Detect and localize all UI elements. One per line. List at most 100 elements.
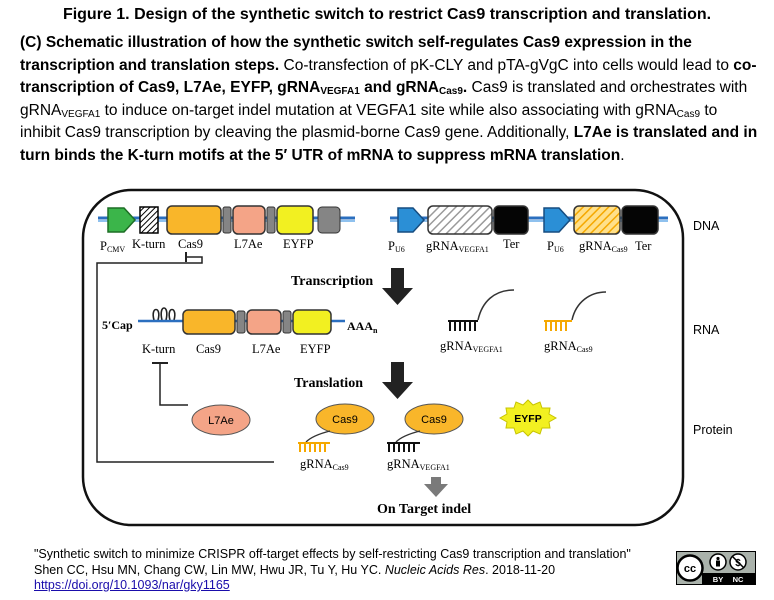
protein-cas9-2-label: Cas9: [421, 414, 447, 426]
rna-labels: K-turn Cas9 L7Ae EYFP: [142, 342, 331, 356]
label-text: gRNA: [300, 457, 333, 471]
label-text: gRNA: [426, 239, 459, 253]
plasmid-pta-gvgc: [390, 205, 668, 235]
label-subscript: VEGFA1: [473, 345, 503, 354]
caption-bold-l7ae: L7Ae is translated and in turn binds the…: [20, 124, 758, 164]
complex-tail-1: [305, 430, 331, 443]
caption-text: Cas9 is translated and orchestrates with…: [20, 79, 748, 119]
mrna-l7ae: [246, 309, 282, 335]
cc-license-badge[interactable]: cc $ BY NC: [676, 551, 756, 585]
grna-vegfa1-tail: [477, 289, 515, 321]
dna-labels-1: PCMV K-turn Cas9 L7Ae EYFP: [100, 237, 314, 254]
kturn-hairpins: [152, 307, 176, 321]
doi-link[interactable]: https://doi.org/10.1093/nar/gky1165: [34, 578, 230, 592]
on-target-indel-label: On Target indel: [377, 502, 471, 517]
citation-doi-line: https://doi.org/10.1093/nar/gky1165: [34, 578, 631, 594]
l7ae-gene: [232, 205, 266, 235]
terminator-1: [493, 205, 529, 235]
label-5cap: 5′Cap: [102, 318, 133, 332]
label-pcmv: PCMV: [100, 239, 125, 254]
cas9-grna-vegfa1-complex: [387, 430, 421, 452]
caption-text: Co-transfection of pK-CLY and pTA-gVgC i…: [279, 56, 734, 74]
citation-journal: Nucleic Acids Res: [384, 562, 486, 577]
row-label-dna: DNA: [693, 219, 720, 233]
nc-dollar-glyph: $: [735, 558, 741, 569]
label-eyfp: EYFP: [283, 237, 314, 251]
citation-authors-line: Shen CC, Hsu MN, Chang CW, Lin MW, Hwu J…: [34, 563, 631, 579]
transcription-label: Transcription: [291, 274, 373, 289]
protein-grna-cas9-label: gRNACas9: [300, 457, 349, 472]
label-text: P: [100, 239, 107, 253]
plasmid-pk-cly: [98, 205, 355, 235]
on-target-arrow: [424, 477, 448, 497]
mrna-linker-1: [236, 310, 246, 334]
label-subscript: CMV: [107, 245, 125, 254]
label-subscript: Cas9: [577, 345, 593, 354]
schematic-diagram: PCMV K-turn Cas9 L7Ae EYFP PU6 gRNAVEGFA…: [81, 188, 733, 527]
label-grna-cas9: gRNACas9: [579, 239, 628, 254]
label-grna-vegfa1: gRNAVEGFA1: [426, 239, 489, 254]
cas9-cleavage-inhibition-line: [96, 256, 274, 463]
label-subscript: n: [373, 326, 378, 335]
grna-cas9-gene: [573, 205, 621, 235]
cas9-grna-cas9-complex: [298, 430, 331, 452]
protein-l7ae-label: L7Ae: [208, 415, 234, 427]
protein-eyfp: [498, 399, 558, 437]
label-subscript: VEGFA1: [459, 245, 489, 254]
cc-badge-strip: [702, 573, 755, 584]
caption-text: to inhibit Cas9 transcription by cleavin…: [20, 101, 718, 142]
citation-year: . 2018-11-20: [485, 562, 556, 577]
label-text: gRNA: [440, 339, 473, 353]
caption-bold-text: and gRNA: [359, 79, 439, 96]
protein-eyfp-label: EYFP: [514, 413, 541, 425]
label-subscript: Cas9: [333, 463, 349, 472]
label-rna-cas9: Cas9: [196, 342, 221, 356]
label-subscript: Cas9: [612, 245, 628, 254]
promoter-u6-1: [397, 207, 426, 233]
kturn-motif: [139, 206, 159, 234]
label-ter-2: Ter: [635, 239, 652, 253]
caption-subscript: VEGFA1: [320, 86, 360, 97]
label-rna-grna-vegfa1: gRNAVEGFA1: [440, 339, 503, 354]
citation-title: "Synthetic switch to minimize CRISPR off…: [34, 547, 631, 561]
label-rna-l7ae: L7Ae: [252, 342, 281, 356]
cas9-gene: [166, 205, 222, 235]
translation-arrow: [382, 362, 413, 399]
hairpin-3: [168, 308, 176, 321]
grna-cas9-teeth: [545, 321, 567, 331]
complex-teeth-1: [299, 443, 326, 452]
label-text: P: [547, 239, 554, 253]
grna-vegfa1-gene: [427, 205, 493, 235]
label-text: AAA: [347, 319, 373, 333]
label-subscript: U6: [395, 245, 405, 254]
dna-labels-2: PU6 gRNAVEGFA1 Ter PU6 gRNACas9 Ter: [388, 237, 652, 254]
protein-l7ae: [191, 404, 251, 436]
cc-icon-text: cc: [684, 563, 696, 575]
label-pu6-1: PU6: [388, 239, 405, 254]
label-cas9: Cas9: [178, 237, 203, 251]
caption-bold-text: co-transcription of Cas9, L7Ae, EYFP, gR…: [20, 56, 757, 97]
label-rna-grna-cas9: gRNACas9: [544, 339, 593, 354]
label-kturn: K-turn: [132, 237, 166, 251]
row-label-rna: RNA: [693, 323, 720, 337]
complex-tail-2: [395, 430, 421, 443]
caption-bold-text: .: [462, 79, 468, 96]
grna-cas9-tail: [571, 291, 607, 321]
caption-panel-heading: (C) Schematic illustration of how the sy…: [20, 34, 692, 74]
mrna-eyfp: [292, 309, 332, 335]
hairpin-2: [160, 307, 168, 321]
linker-1: [222, 206, 232, 234]
caption-text: to induce on-target indel mutation at VE…: [100, 101, 677, 119]
label-text: gRNA: [544, 339, 577, 353]
figure-caption: (C) Schematic illustration of how the sy…: [20, 32, 760, 167]
eyfp-gene: [276, 205, 314, 235]
by-person-body: [716, 560, 720, 567]
linker-2: [266, 206, 276, 234]
label-text: gRNA: [387, 457, 420, 471]
caption-subscript: Cas9: [439, 86, 463, 97]
protein-cas9-1-label: Cas9: [332, 414, 358, 426]
grna-vegfa1-teeth: [449, 321, 476, 331]
label-rna-eyfp: EYFP: [300, 342, 331, 356]
caption-subscript: VEGFA1: [61, 108, 101, 120]
label-polya: AAAn: [347, 319, 378, 335]
